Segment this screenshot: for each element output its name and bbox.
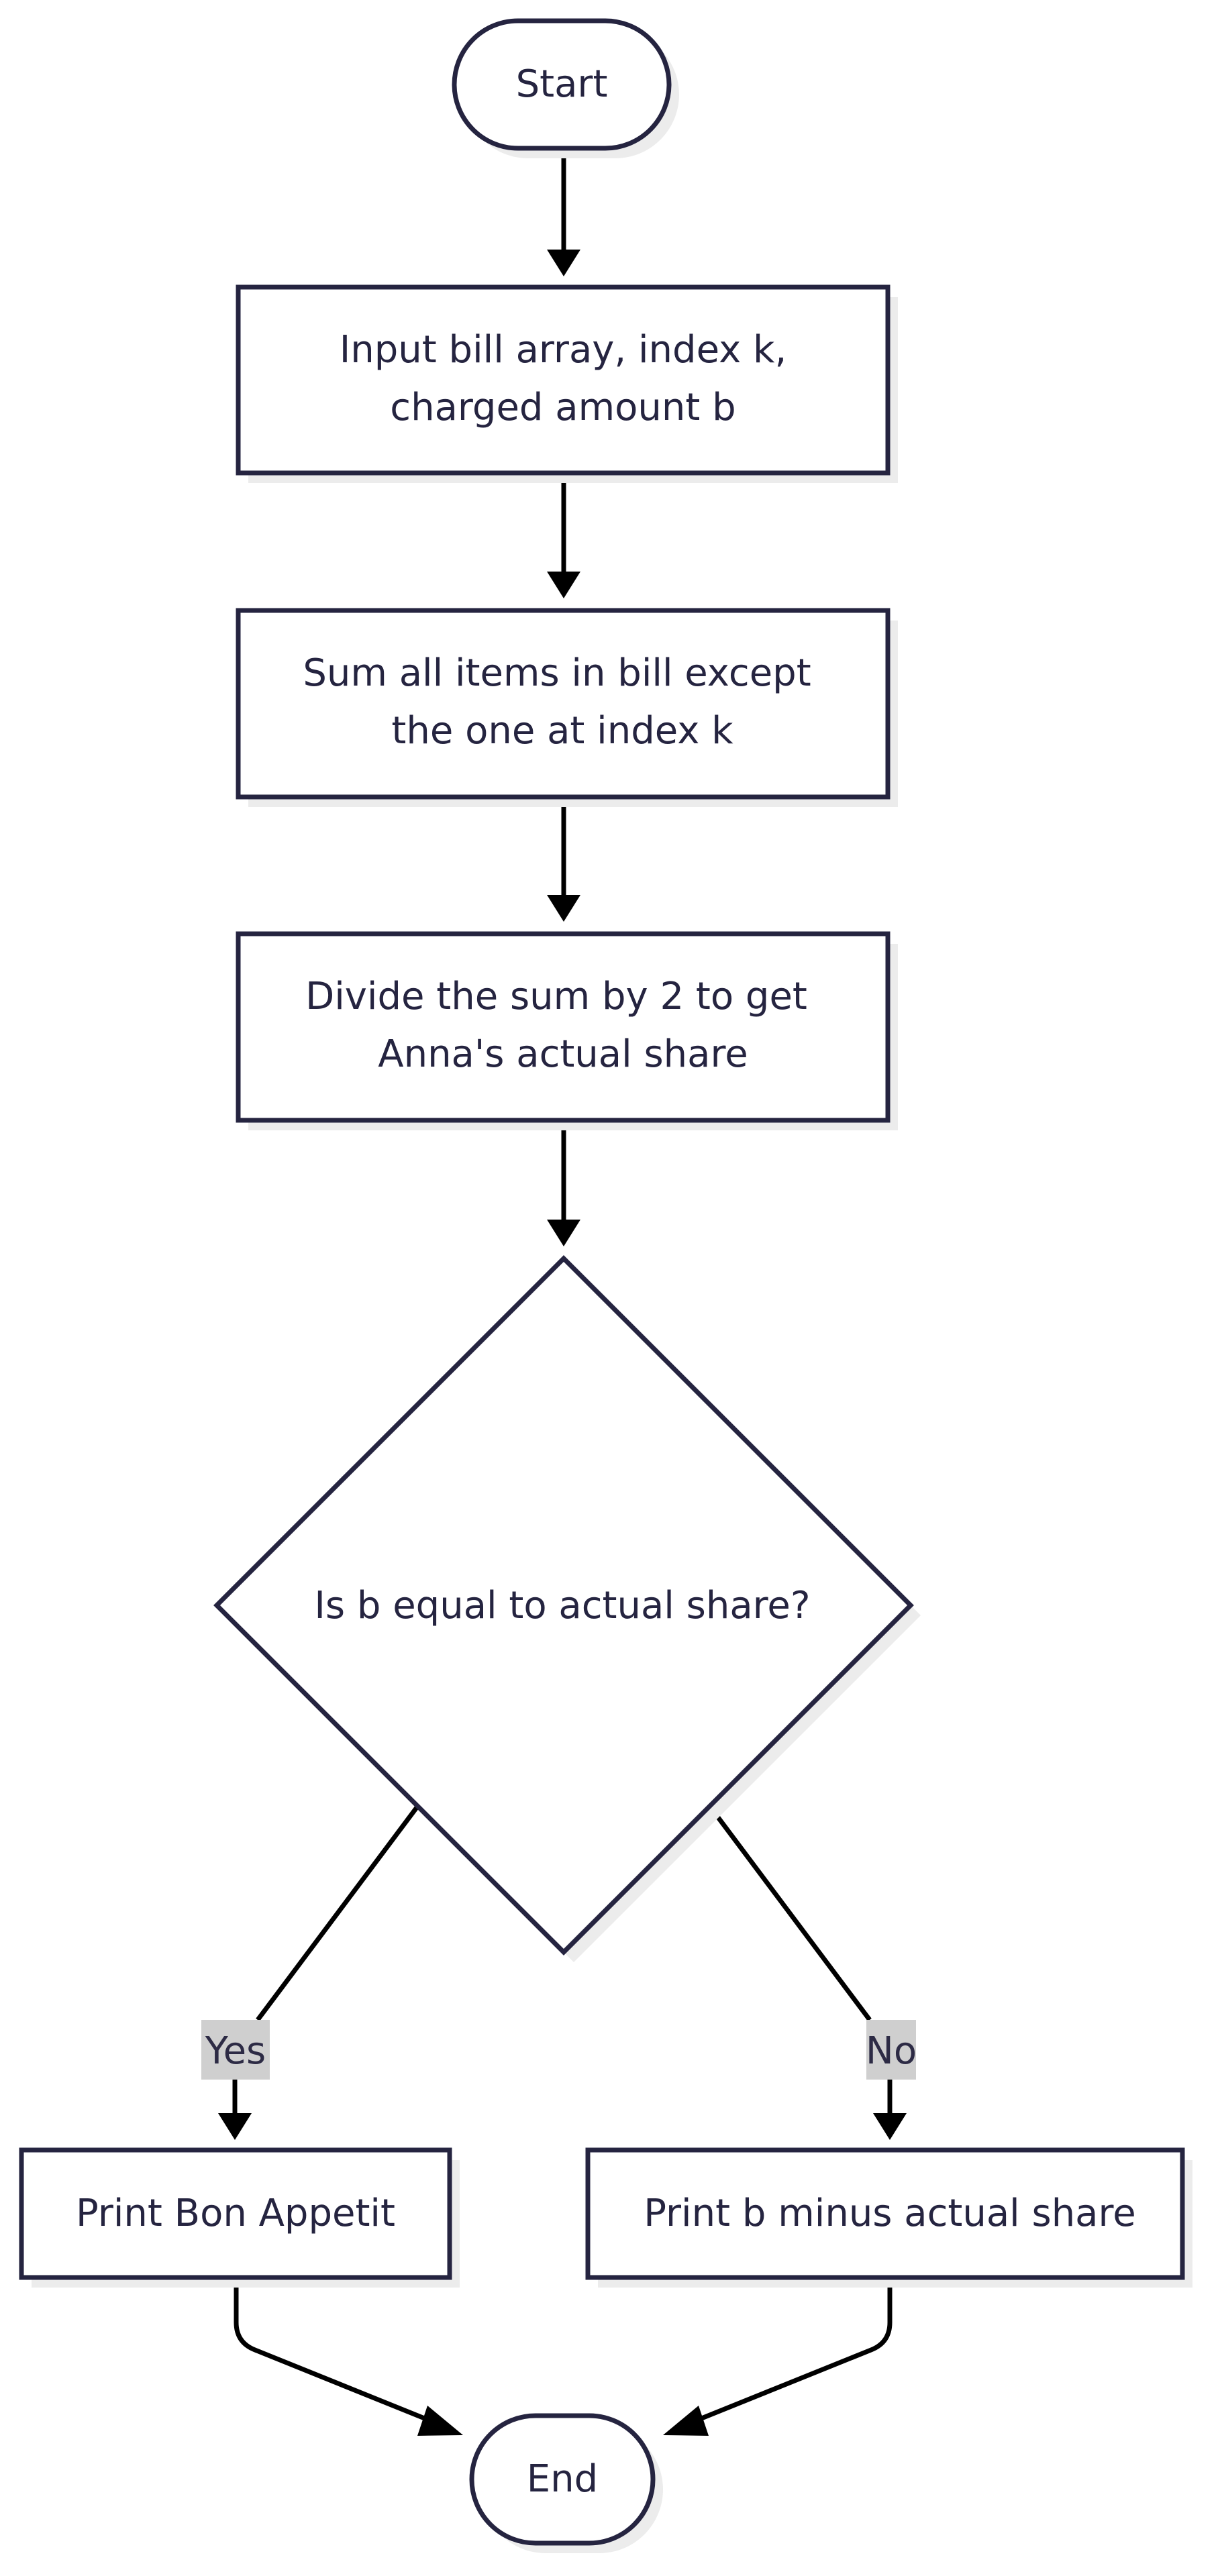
edge-no-to-end (689, 2277, 893, 2426)
no-output-node: Print b minus actual share (585, 2147, 1192, 2288)
yes-output-node: Print Bon Appetit (19, 2147, 460, 2288)
input-node-shape (236, 284, 891, 476)
arrowhead-end-right (663, 2406, 709, 2436)
sum-node: Sum all items in bill except the one at … (236, 608, 898, 807)
divide-node-shape (236, 931, 891, 1123)
start-node: Start (452, 18, 679, 158)
arrowhead-yes-output (218, 2113, 252, 2140)
no-output-node-label: Print b minus actual share (644, 2192, 1136, 2235)
edge-yes-to-end (234, 2277, 438, 2426)
arrowhead-no-output (873, 2113, 907, 2140)
start-node-shape (452, 18, 672, 151)
edges (218, 149, 907, 2436)
edge-label-yes-text: Yes (205, 2029, 266, 2073)
start-node-label: Start (516, 62, 608, 106)
yes-output-node-label: Print Bon Appetit (76, 2192, 395, 2235)
input-node-label-line-1: Input bill array, index k, (340, 328, 787, 372)
divide-node: Divide the sum by 2 to get Anna's actual… (236, 931, 898, 1130)
yes-output-node-shape (19, 2147, 452, 2280)
sum-node-label-line-2: the one at index k (391, 709, 733, 753)
edge-decision-to-no (708, 1805, 872, 2022)
edge-label-yes: Yes (201, 2020, 270, 2080)
arrowhead-decision (547, 1220, 580, 1246)
edge-decision-to-yes (256, 1805, 419, 2022)
divide-node-label-line-2: Anna's actual share (378, 1032, 748, 1076)
no-output-node-shape (585, 2147, 1185, 2280)
arrowhead-divide (547, 895, 580, 922)
decision-node-label: Is b equal to actual share? (314, 1584, 810, 1627)
decision-node-shape (213, 1255, 914, 1955)
end-node-shape (469, 2413, 656, 2546)
edge-label-no-background (866, 2020, 916, 2080)
end-node-label: End (527, 2457, 598, 2501)
arrowhead-end-left (417, 2406, 463, 2436)
sum-node-label-line-1: Sum all items in bill except (303, 651, 811, 695)
arrowhead-input (547, 250, 580, 276)
input-node: Input bill array, index k, charged amoun… (236, 284, 898, 483)
divide-node-label-line-1: Divide the sum by 2 to get (305, 975, 807, 1018)
sum-node-shape (236, 608, 891, 800)
end-node: End (469, 2413, 663, 2553)
edge-label-yes-background (201, 2020, 270, 2080)
edge-label-no-text: No (866, 2029, 917, 2073)
decision-node: Is b equal to actual share? (213, 1255, 921, 1962)
input-node-label-line-2: charged amount b (390, 386, 735, 429)
arrowhead-sum (547, 572, 580, 598)
edge-label-no: No (866, 2020, 917, 2080)
